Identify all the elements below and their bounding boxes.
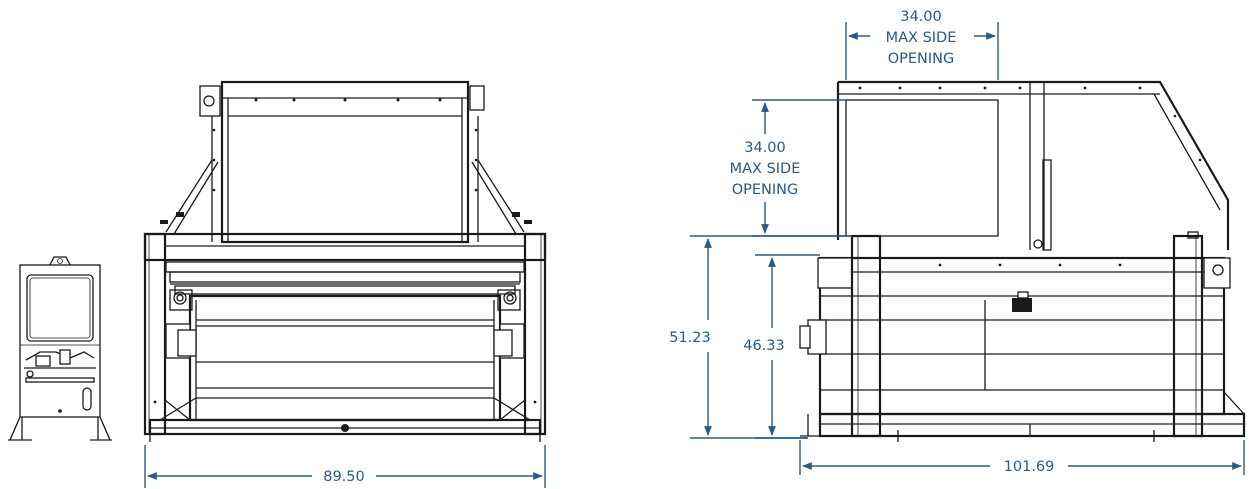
dimension-frame-height: 46.33 [743,254,820,439]
front-elevation-view [143,80,547,442]
top-opening-value: 34.00 [900,9,942,25]
dimension-front-width: 89.50 [144,445,546,488]
frame-height-label: 46.33 [743,338,785,354]
top-opening-line1: MAX SIDE [886,30,957,46]
dimension-side-length: 101.69 [799,440,1245,475]
overall-height-label: 51.23 [669,330,711,346]
front-width-label: 89.50 [323,469,365,485]
top-opening-line2: OPENING [888,51,955,67]
side-opening-line2: OPENING [732,182,799,198]
dimension-top-opening: 34.00 MAX SIDE OPENING [845,9,999,80]
side-length-label: 101.69 [1004,459,1055,475]
dimension-side-opening: 34.00 MAX SIDE OPENING [730,99,846,237]
side-elevation-view [799,80,1246,442]
side-opening-value: 34.00 [744,140,786,156]
control-panel-view [8,256,112,441]
side-opening-line1: MAX SIDE [730,161,801,177]
